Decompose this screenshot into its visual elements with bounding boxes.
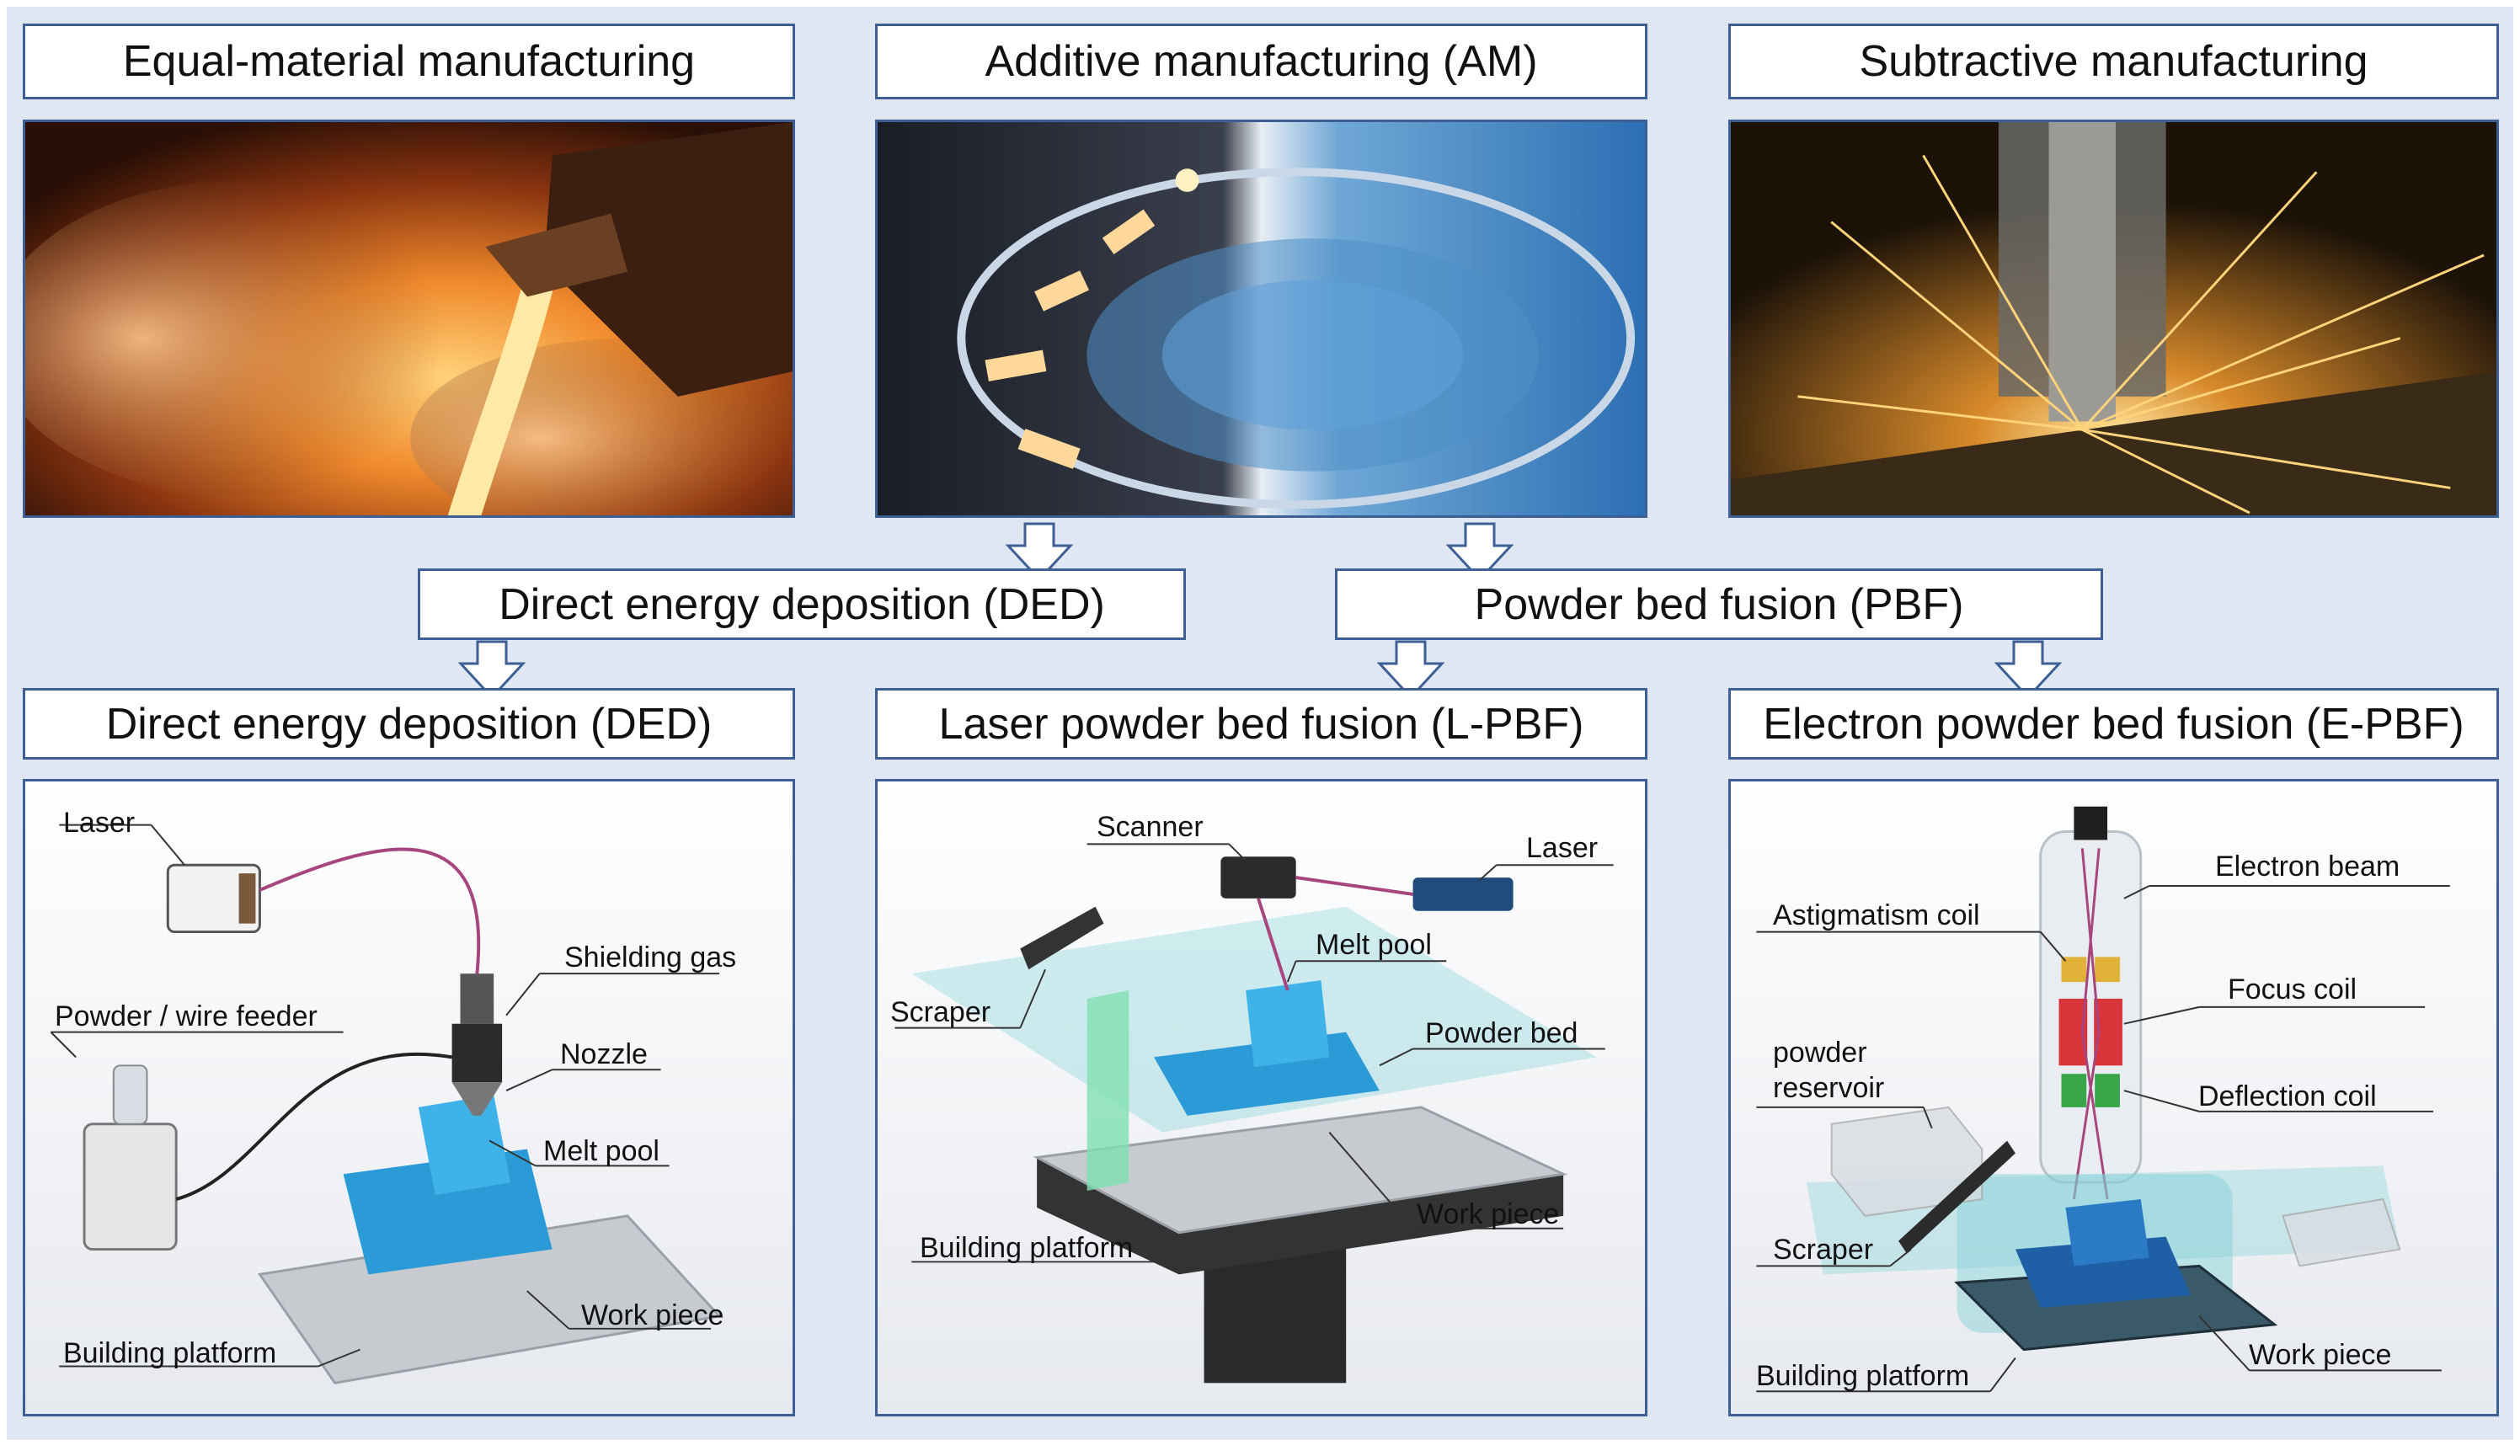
epbf-electron-beam-label: Electron beam xyxy=(2215,851,2400,883)
epbf-platform-label: Building platform xyxy=(1756,1360,1970,1392)
ded-melt-pool-label: Melt pool xyxy=(543,1135,659,1167)
epbf-work-piece-label: Work piece xyxy=(2249,1339,2392,1371)
epbf-scraper-label: Scraper xyxy=(1773,1234,1874,1266)
arrow-pbf-to-lpbf xyxy=(1376,640,1445,700)
label-ded-bottom: Direct energy deposition (DED) xyxy=(23,688,795,760)
schematic-epbf: Electron beam Astigmatism coil Focus coi… xyxy=(1728,779,2499,1416)
arrow-am-to-pbf xyxy=(1445,522,1514,582)
lpbf-laser-label: Laser xyxy=(1526,832,1599,864)
label-lpbf-bottom: Laser powder bed fusion (L-PBF) xyxy=(875,688,1647,760)
arrow-pbf-to-epbf xyxy=(1994,640,2063,700)
epbf-deflection-label: Deflection coil xyxy=(2198,1080,2377,1112)
epbf-focus-label: Focus coil xyxy=(2228,973,2357,1005)
epbf-reservoir-line1: powder xyxy=(1773,1037,1867,1069)
epbf-astigmatism-label: Astigmatism coil xyxy=(1773,899,1980,931)
ded-feeder-label: Powder / wire feeder xyxy=(55,1000,318,1032)
arrow-ded-to-ded xyxy=(457,640,526,700)
label-additive: Additive manufacturing (AM) xyxy=(875,24,1647,99)
lpbf-scraper-label: Scraper xyxy=(890,996,991,1028)
lpbf-work-piece-label: Work piece xyxy=(1417,1198,1560,1230)
lpbf-melt-pool-label: Melt pool xyxy=(1316,929,1432,961)
ded-nozzle-label: Nozzle xyxy=(560,1038,648,1070)
label-subtractive: Subtractive manufacturing xyxy=(1728,24,2499,99)
label-equal-material: Equal-material manufacturing xyxy=(23,24,795,99)
schematic-lpbf: Scanner Laser Melt pool Scraper Powder b… xyxy=(875,779,1647,1416)
photo-laser-cutting xyxy=(1728,120,2499,518)
ded-work-piece-label: Work piece xyxy=(581,1299,724,1331)
photo-casting xyxy=(23,120,795,518)
arrow-am-to-ded xyxy=(1005,522,1074,582)
label-ded-middle: Direct energy deposition (DED) xyxy=(418,568,1186,640)
schematic-ded: Laser Shielding gas Powder / wire feeder… xyxy=(23,779,795,1416)
label-pbf-middle: Powder bed fusion (PBF) xyxy=(1335,568,2103,640)
lpbf-platform-label: Building platform xyxy=(920,1232,1134,1264)
ded-platform-label: Building platform xyxy=(63,1337,277,1369)
photo-additive-part xyxy=(875,120,1647,518)
lpbf-powder-bed-label: Powder bed xyxy=(1425,1017,1578,1049)
lpbf-scanner-label: Scanner xyxy=(1097,811,1204,843)
label-epbf-bottom: Electron powder bed fusion (E-PBF) xyxy=(1728,688,2499,760)
ded-laser-label: Laser xyxy=(63,807,136,839)
epbf-reservoir-line2: reservoir xyxy=(1773,1072,1885,1104)
ded-shielding-gas-label: Shielding gas xyxy=(564,941,737,973)
